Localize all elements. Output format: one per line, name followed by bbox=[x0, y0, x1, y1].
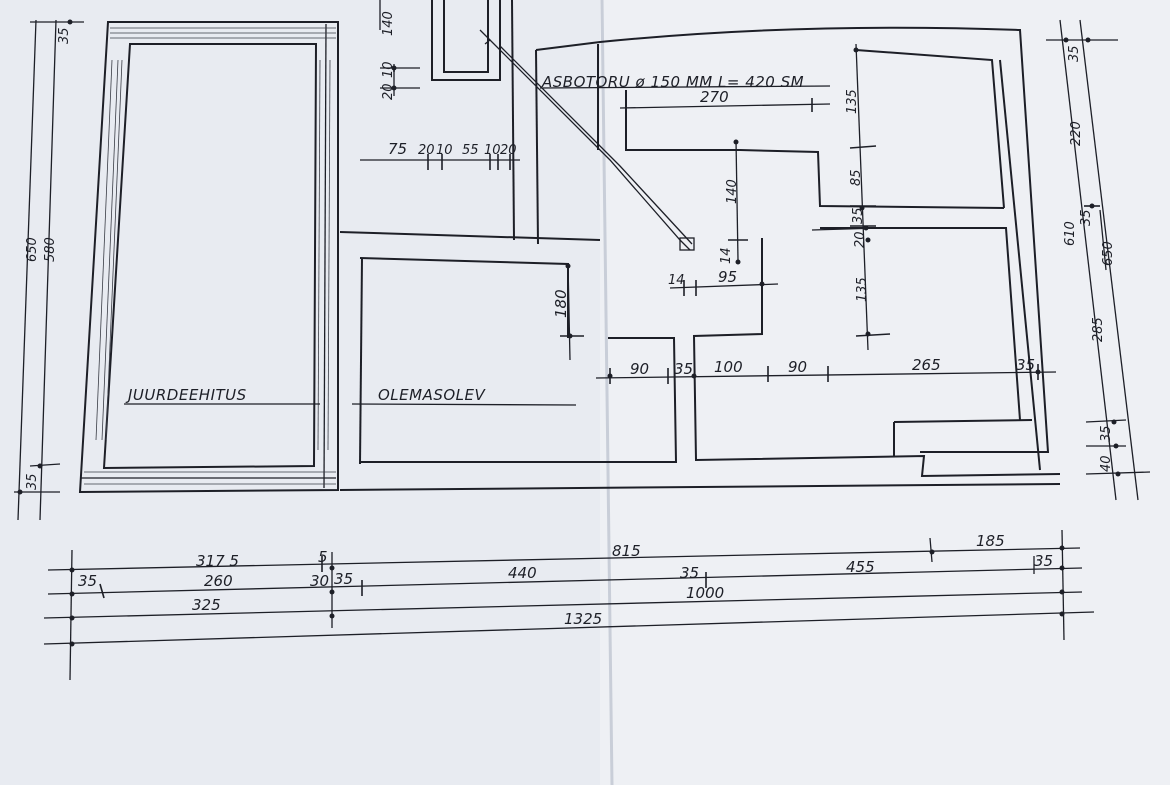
dim-bottom-815: 815 bbox=[612, 542, 641, 560]
dim-14-a: 14 bbox=[719, 247, 734, 264]
dim-95: 95 bbox=[718, 268, 737, 286]
dim-bottom-325: 325 bbox=[192, 596, 221, 614]
dim-10-b: 10 bbox=[436, 143, 453, 158]
dim-right-40: 40 bbox=[1099, 455, 1114, 472]
dim-bottom-5: 5 bbox=[318, 548, 328, 566]
existing-walls bbox=[339, 0, 1061, 491]
dim-bottom-317-5: 317 5 bbox=[196, 552, 239, 570]
dim-20-b: 20 bbox=[418, 143, 435, 158]
dim-135-b: 135 bbox=[855, 277, 870, 302]
dim-left-35-bot: 35 bbox=[25, 473, 40, 490]
dim-180: 180 bbox=[552, 289, 570, 318]
paper-right-page bbox=[600, 0, 1170, 785]
left-dimension-texts: 35 650 580 35 bbox=[25, 27, 72, 490]
dim-135-a: 135 bbox=[845, 89, 860, 114]
paper-left-page bbox=[0, 0, 600, 785]
dim-20-c: 20 bbox=[500, 143, 517, 158]
label-existing: OLEMASOLEV bbox=[378, 386, 487, 404]
right-dimension-texts: 35 220 610 35 650 285 35 40 bbox=[1063, 45, 1116, 472]
dim-bottom-35-b: 35 bbox=[334, 570, 353, 588]
dim-bottom-35-a: 35 bbox=[78, 572, 97, 590]
dim-bottom-1325: 1325 bbox=[564, 610, 602, 628]
dim-right-35-mid: 35 bbox=[1079, 209, 1094, 226]
label-pipe: ASBOTORU ø 150 MM L= 420 SM bbox=[541, 73, 804, 91]
dim-140-b: 140 bbox=[725, 179, 740, 204]
dim-right-610: 610 bbox=[1063, 221, 1078, 246]
dim-270: 270 bbox=[700, 88, 729, 106]
dim-55: 55 bbox=[462, 143, 479, 158]
dim-right-35-low: 35 bbox=[1099, 425, 1114, 442]
dimension-lines bbox=[14, 0, 1151, 681]
paper-fold bbox=[600, 0, 614, 785]
dim-right-285: 285 bbox=[1091, 317, 1106, 342]
dim-left-580: 580 bbox=[43, 237, 58, 262]
dim-10-c: 10 bbox=[484, 143, 501, 158]
dim-bottom-260: 260 bbox=[204, 572, 233, 590]
dim-bottom-440: 440 bbox=[508, 564, 537, 582]
dim-left-35-top: 35 bbox=[57, 27, 72, 44]
dim-bottom-35-c: 35 bbox=[680, 564, 699, 582]
dim-20: 20 bbox=[381, 83, 396, 100]
dim-bottom-35-d: 35 bbox=[1034, 552, 1053, 570]
dim-100: 100 bbox=[714, 358, 743, 376]
dim-bottom-1000: 1000 bbox=[686, 584, 724, 602]
dim-right-650: 650 bbox=[1101, 241, 1116, 266]
dim-bottom-185: 185 bbox=[976, 532, 1005, 550]
dim-75: 75 bbox=[388, 140, 407, 158]
dim-bottom-455: 455 bbox=[846, 558, 875, 576]
dimension-ticks bbox=[17, 19, 1121, 647]
dim-265: 265 bbox=[912, 356, 941, 374]
dim-20-d: 20 bbox=[853, 231, 868, 248]
dim-140: 140 bbox=[381, 11, 396, 36]
dim-left-650: 650 bbox=[25, 237, 40, 262]
label-extension: JUURDEEHITUS bbox=[125, 386, 247, 404]
dim-bottom-30: 30 bbox=[310, 572, 329, 590]
dim-35-b: 35 bbox=[674, 360, 693, 378]
dim-85: 85 bbox=[849, 169, 864, 186]
dim-right-220: 220 bbox=[1069, 121, 1084, 146]
bottom-dimension-texts: 317 5 5 815 185 35 260 30 35 440 35 455 … bbox=[78, 532, 1053, 628]
dim-10: 10 bbox=[381, 61, 396, 78]
dim-35-c: 35 bbox=[1016, 356, 1035, 374]
dim-right-35-top: 35 bbox=[1067, 45, 1082, 62]
extension-walls bbox=[78, 21, 339, 494]
dim-35-a: 35 bbox=[851, 207, 866, 224]
dim-90-a: 90 bbox=[630, 360, 649, 378]
top-dimension-texts: 140 20 10 75 20 10 55 10 20 270 135 85 3… bbox=[381, 11, 1035, 378]
dim-90-b: 90 bbox=[788, 358, 807, 376]
dim-14-b: 14 bbox=[668, 273, 685, 288]
